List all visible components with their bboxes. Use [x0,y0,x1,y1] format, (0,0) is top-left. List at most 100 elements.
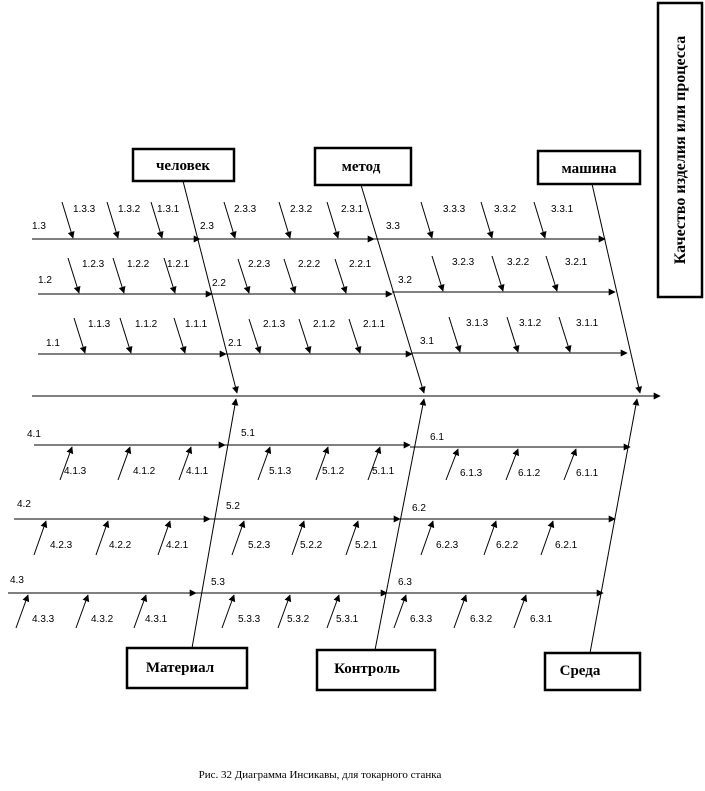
sub-cause-arrow [248,318,262,354]
sub-cause-label: 6.2.2 [496,540,519,551]
cause-label: 2.1 [228,338,242,349]
sub-cause-arrow [533,201,547,239]
sub-cause-arrow [106,201,120,239]
sub-cause-arrow [563,448,577,481]
sub-cause-label: 4.1.3 [64,466,87,477]
sub-cause-label: 2.1.3 [263,319,286,330]
category-frame [313,146,413,187]
sub-cause-arrow [61,201,75,239]
category-label-mashina: машина [561,161,617,177]
cause-label: 5.1 [241,428,255,439]
figure-caption: Рис. 32 Диаграмма Инсикавы, для токарног… [199,769,442,781]
category-frame [315,648,437,692]
sub-cause-label: 3.1.2 [519,318,542,329]
category-label-metod: метод [342,159,381,175]
sub-cause-arrow [112,257,126,294]
main-bone-mashina [591,183,643,394]
sub-cause-arrow [59,446,74,481]
sub-cause-arrow [480,201,494,239]
sub-cause-label: 3.2.3 [452,257,475,268]
sub-cause-label: 3.1.3 [466,318,489,329]
sub-cause-label: 1.2.1 [167,259,190,270]
sub-cause-arrow [221,594,236,629]
category-box-sreda: Среда [543,651,642,692]
sub-cause-arrow [291,520,306,556]
sub-cause-arrow [431,255,445,292]
sub-cause-label: 3.2.2 [507,257,530,268]
sub-cause-arrow [315,446,330,481]
category-label-chelovek: человек [156,158,210,174]
sub-cause-arrow [393,594,408,629]
sub-cause-label: 1.2.3 [82,259,105,270]
sub-cause-label: 4.3.1 [145,614,168,625]
sub-cause-label: 6.3.2 [470,614,493,625]
sub-cause-label: 2.2.2 [298,259,321,270]
cause-label: 1.3 [32,221,46,232]
sub-cause-label: 1.1.1 [185,319,208,330]
sub-cause-label: 5.3.2 [287,614,310,625]
cause-label: 1.2 [38,275,52,286]
cause-label: 3.1 [420,336,434,347]
cause-label: 3.3 [386,221,400,232]
sub-cause-label: 6.3.1 [530,614,553,625]
category-frame [125,646,249,690]
sub-cause-label: 6.1.1 [576,468,599,479]
category-box-chelovek: человек [131,147,236,183]
bones-layer [8,180,643,654]
sub-cause-label: 4.2.1 [166,540,189,551]
sub-cause-arrow [348,318,362,354]
category-frame [543,651,642,692]
main-bone-kontrol [374,398,427,651]
effect-box: Качество изделия или процесса [656,1,704,299]
sub-cause-arrow [298,318,312,354]
sub-cause-label: 1.3.3 [73,204,96,215]
sub-cause-arrow [75,594,90,629]
sub-cause-arrow [491,255,505,292]
sub-cause-arrow [326,201,340,239]
sub-cause-label: 6.3.3 [410,614,433,625]
sub-cause-label: 4.1.1 [186,466,209,477]
sub-cause-arrow [558,316,572,353]
effect-frame [656,1,704,299]
sub-cause-label: 6.2.3 [436,540,459,551]
sub-cause-arrow [231,520,246,556]
sub-cause-label: 5.2.3 [248,540,271,551]
sub-cause-label: 4.3.3 [32,614,55,625]
sub-cause-arrow [163,257,177,294]
sub-cause-label: 3.3.1 [551,204,574,215]
sub-cause-label: 3.2.1 [565,257,588,268]
sub-cause-label: 4.3.2 [91,614,114,625]
category-box-kontrol: Контроль [315,648,437,692]
cause-label: 4.3 [10,575,24,586]
sub-cause-label: 4.2.2 [109,540,132,551]
sub-cause-arrow [67,257,81,294]
sub-cause-arrow [119,317,133,354]
sub-cause-arrow [326,594,341,629]
sub-cause-label: 5.1.3 [269,466,292,477]
main-bone-chelovek [182,180,239,394]
main-bone-material [191,398,239,649]
sub-cause-arrow [223,201,237,239]
sub-cause-arrow [173,317,187,354]
sub-cause-arrow [367,446,382,481]
cause-label: 4.2 [17,499,31,510]
sub-cause-arrow [334,258,348,294]
category-box-mashina: машина [536,149,642,186]
sub-cause-arrow [448,316,462,353]
sub-cause-arrow [278,201,292,239]
sub-cause-label: 3.1.1 [576,318,599,329]
cause-label: 6.2 [412,503,426,514]
sub-cause-label: 5.2.2 [300,540,323,551]
cause-label: 2.2 [212,278,226,289]
sub-cause-label: 2.2.3 [248,259,271,270]
cause-label: 1.1 [46,338,60,349]
category-label-material: Материал [146,660,215,676]
cause-label: 5.2 [226,501,240,512]
sub-cause-arrow [237,258,251,294]
main-bone-metod [360,184,426,394]
cause-label: 6.3 [398,577,412,588]
sub-cause-arrow [117,446,132,481]
sub-cause-label: 1.3.1 [157,204,180,215]
sub-cause-label: 4.2.3 [50,540,73,551]
